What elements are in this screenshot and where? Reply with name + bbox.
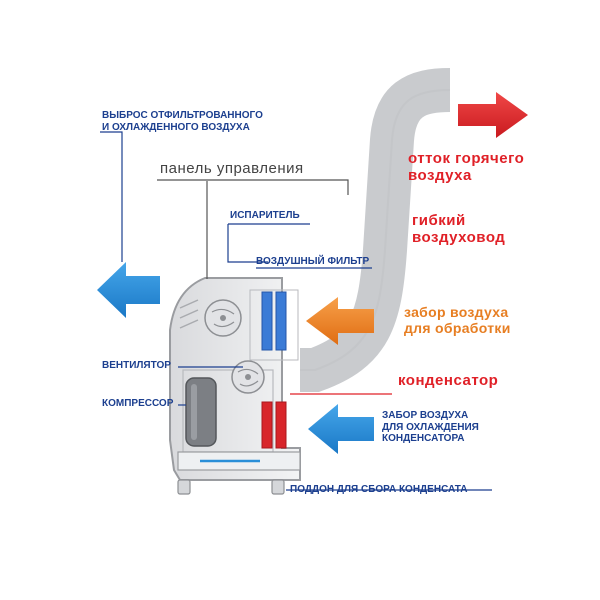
air-filter-label: ВОЗДУШНЫЙ ФИЛЬТР: [256, 256, 370, 267]
fan-label: ВЕНТИЛЯТОР: [102, 360, 171, 371]
air-intake-processing-line2: для обработки: [404, 320, 511, 337]
blue-arrow-icon: [308, 404, 374, 454]
hot-air-outflow-line2: воздуха: [408, 167, 472, 185]
evaporator-label: ИСПАРИТЕЛЬ: [230, 210, 300, 221]
red-arrow-icon: [458, 92, 528, 138]
air-intake-condenser-label: ЗАБОР ВОЗДУХА ДЛЯ ОХЛАЖДЕНИЯ КОНДЕНСАТОР…: [382, 410, 479, 445]
condensate-tray-label: ПОДДОН ДЛЯ СБОРА КОНДЕНСАТА: [290, 484, 468, 495]
hot-air-outflow-line1: отток горячего: [408, 150, 525, 167]
air-intake-processing-label: забор воздуха для обработки: [404, 304, 511, 336]
air-intake-condenser-line3: КОНДЕНСАТОРА: [382, 433, 465, 444]
flexible-duct-label: гибкий воздуховод: [412, 212, 505, 247]
flexible-duct-line1: гибкий: [412, 212, 466, 229]
control-panel-label: панель управления: [160, 160, 304, 177]
air-intake-condenser-line2: ДЛЯ ОХЛАЖДЕНИЯ: [382, 421, 479, 433]
compressor-label: КОМПРЕССОР: [102, 398, 174, 409]
exhaust-air-label-line2: И ОХЛАЖДЕННОГО ВОЗДУХА: [102, 121, 250, 133]
hot-air-outflow-label: отток горячего воздуха: [408, 150, 524, 185]
condenser-label: конденсатор: [398, 372, 499, 389]
condenser-coil: [261, 401, 287, 449]
air-intake-processing-line1: забор воздуха: [404, 304, 509, 320]
exhaust-air-label-line1: ВЫБРОС ОТФИЛЬТРОВАННОГО: [102, 110, 263, 121]
orange-arrow-icon: [306, 297, 374, 345]
evaporator-coil: [261, 291, 287, 351]
flexible-duct: [300, 68, 451, 392]
callout-lines: [100, 131, 492, 491]
fan-icon: [231, 360, 265, 394]
fan-icon: [204, 299, 242, 337]
blue-arrow-icon: [97, 262, 160, 318]
flexible-duct-line2: воздуховод: [412, 229, 506, 247]
compressor-icon: [185, 377, 217, 447]
exhaust-air-label: ВЫБРОС ОТФИЛЬТРОВАННОГО И ОХЛАЖДЕННОГО В…: [102, 110, 263, 133]
air-intake-condenser-line1: ЗАБОР ВОЗДУХА: [382, 410, 469, 421]
